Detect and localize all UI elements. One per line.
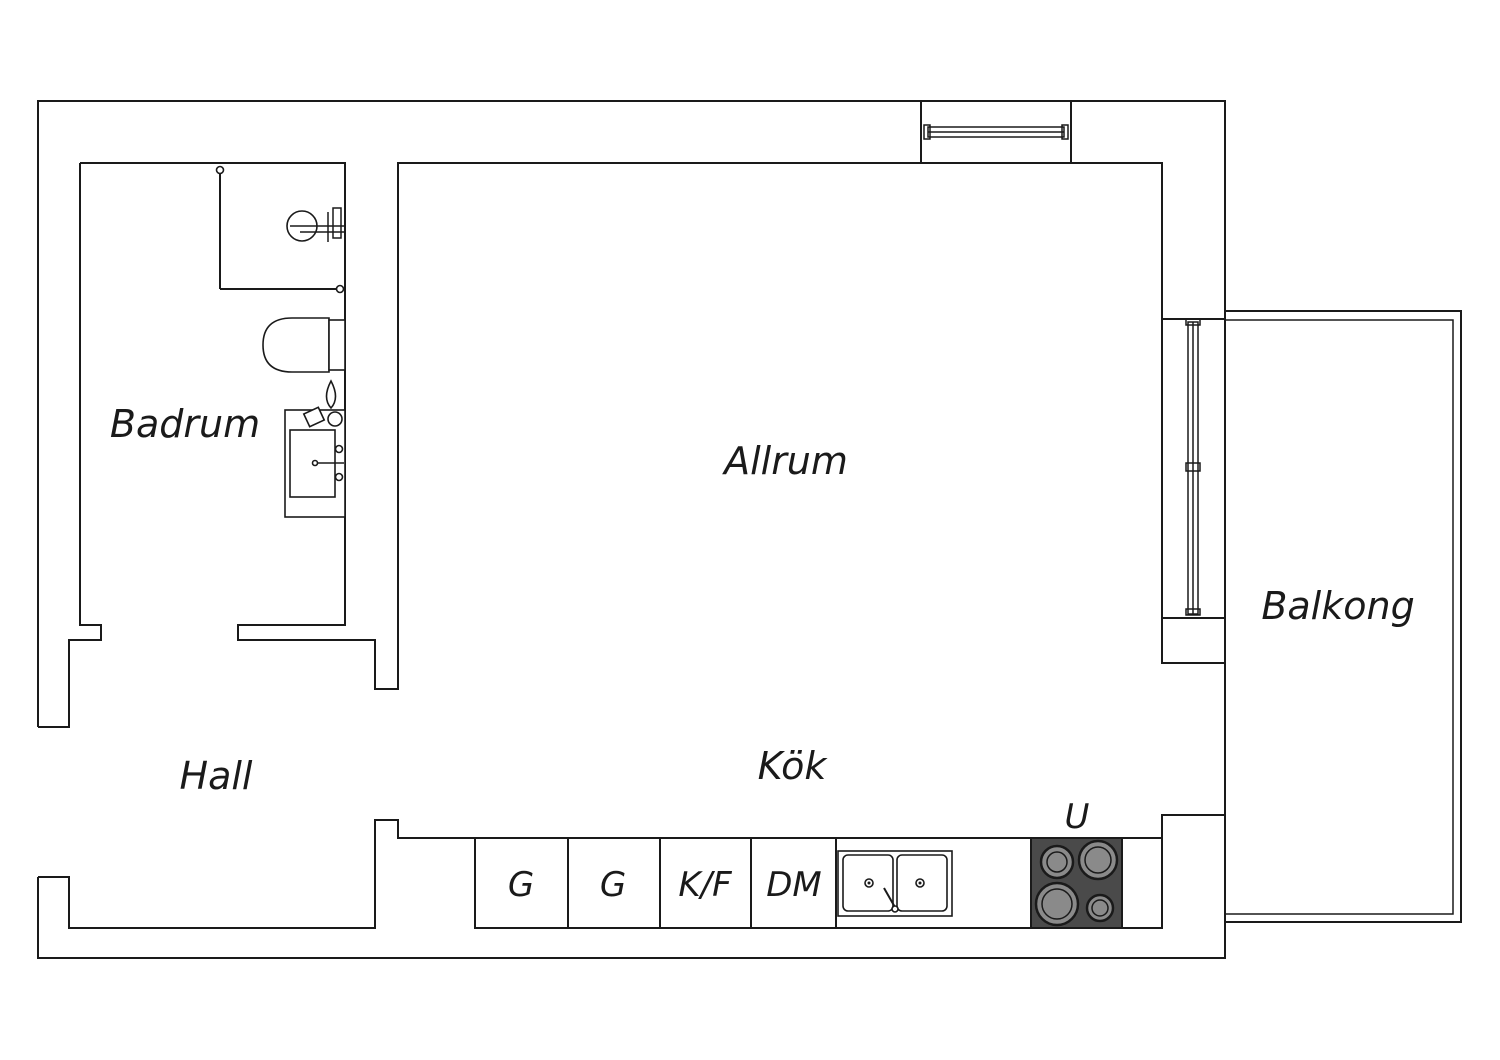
room-label-allrum: Allrum: [721, 439, 848, 483]
interior-walls: [38, 162, 1225, 929]
oven-label: U: [1065, 797, 1090, 837]
room-label-balkong: Balkong: [1261, 584, 1414, 628]
room-label-badrum: Badrum: [110, 402, 260, 446]
balcony: [1225, 310, 1462, 923]
dishwasher-label: DM: [766, 865, 822, 905]
kitchen-cabinets: [474, 837, 1163, 929]
room-label-hall: Hall: [180, 754, 253, 798]
room-label-kok: Kök: [758, 744, 829, 788]
cabinet-label: G: [600, 865, 626, 905]
shower-icon: [215, 165, 345, 294]
balcony-door: [1161, 318, 1226, 619]
toilet-icon: [262, 317, 346, 373]
cabinet-label: G: [508, 865, 534, 905]
top-window: [920, 100, 1072, 164]
double-sink-icon: [837, 850, 953, 917]
washbasin-icon: [284, 379, 346, 518]
outer-walls: [36, 100, 1226, 959]
fridge-freezer-label: K/F: [678, 865, 732, 905]
hob-icon: [1030, 837, 1123, 929]
